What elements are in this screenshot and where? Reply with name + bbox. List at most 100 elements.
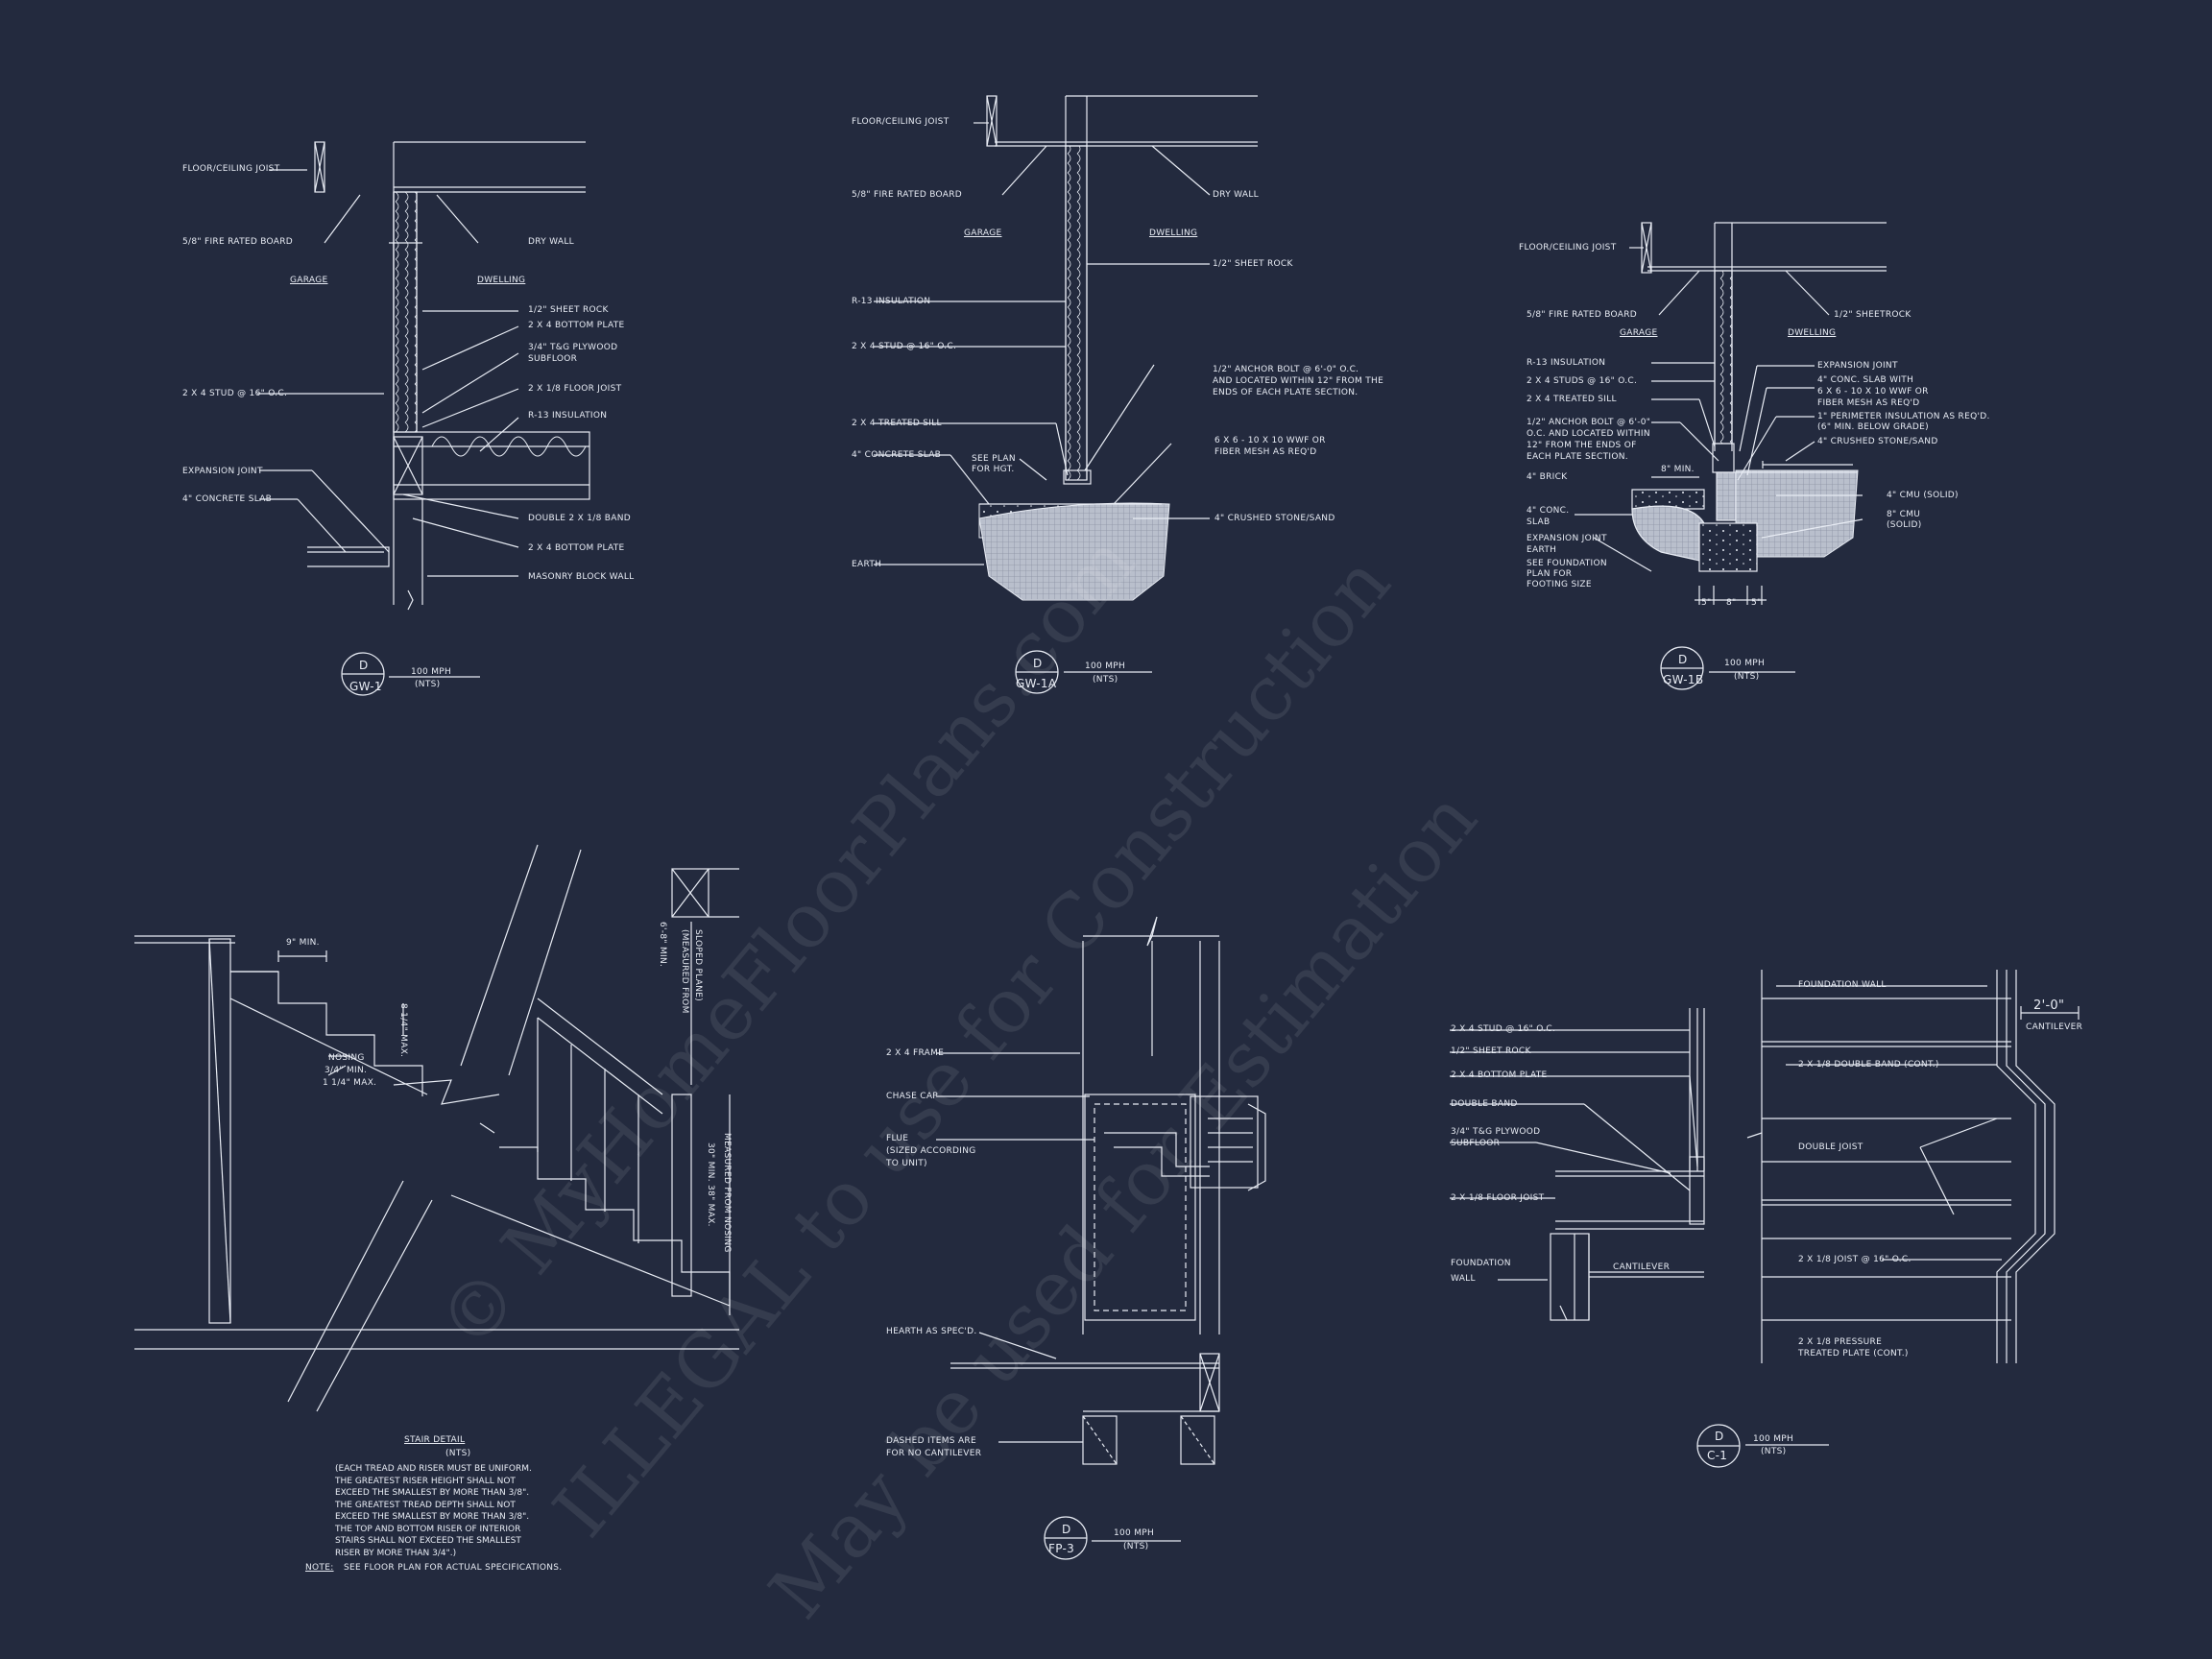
detail-gw1b-drawing (1575, 222, 1887, 690)
gw1a-see-plan2-label: FOR HGT. (972, 465, 1015, 474)
gw1-fire-board-label: 5/8" FIRE RATED BOARD (182, 237, 294, 247)
stair-note-label: NOTE: (305, 1563, 334, 1573)
gw1b-floor-joist-label: FLOOR/CEILING JOIST (1519, 243, 1617, 252)
fp3-hearth-label: HEARTH AS SPEC'D. (886, 1327, 977, 1336)
gw1a-sheet-rock-label: 1/2" SHEET ROCK (1213, 259, 1293, 269)
stair-rail1-label: 30" MIN. 38" MAX. (706, 1142, 715, 1227)
gw1a-stone-label: 4" CRUSHED STONE/SAND (1214, 514, 1335, 523)
gw1a-mesh1-label: 6 X 6 - 10 X 10 WWF OR (1214, 436, 1326, 445)
c1-stud-label: 2 X 4 STUD @ 16" O.C. (1451, 1024, 1556, 1034)
gw1-sheet-rock-label: 1/2" SHEET ROCK (528, 305, 609, 315)
fp3-frame-label: 2 X 4 FRAME (886, 1048, 945, 1058)
gw1-nts-label: (NTS) (415, 680, 441, 689)
c1-double-band-cont-label: 2 X 1/8 DOUBLE BAND (CONT.) (1798, 1060, 1939, 1070)
stair-head2-label: (MEASURED FROM (680, 929, 689, 1014)
stair-note-line: (EACH TREAD AND RISER MUST BE UNIFORM. (335, 1464, 532, 1474)
gw1b-dim3-label: 5" (1751, 598, 1762, 608)
gw1-tag-letter: D (359, 659, 369, 672)
stair-nosing1-label: NOSING (328, 1053, 365, 1063)
c1-found2-label: WALL (1451, 1274, 1476, 1284)
c1-floor-joist-label: 2 X 1/8 FLOOR JOIST (1451, 1193, 1545, 1203)
gw1-scale-label: 100 MPH (411, 667, 452, 677)
gw1-plywood-label: 3/4" T&G PLYWOOD (528, 343, 618, 352)
gw1b-cmu8b-label: (SOLID) (1887, 520, 1922, 530)
gw1a-mesh2-label: FIBER MESH AS REQ'D (1214, 447, 1317, 457)
c1-scale-label: 100 MPH (1753, 1434, 1794, 1444)
gw1a-tag-letter: D (1033, 657, 1043, 670)
gw1b-dim1-label: 5" (1701, 598, 1712, 608)
gw1-garage-label: GARAGE (290, 276, 328, 285)
gw1b-conc1-label: 4" CONC. (1527, 506, 1570, 516)
gw1-tag-id: GW-1 (349, 680, 382, 693)
stair-title: STAIR DETAIL (404, 1435, 466, 1445)
gw1b-garage-label: GARAGE (1620, 328, 1658, 338)
c1-pressure1-label: 2 X 1/8 PRESSURE (1798, 1337, 1883, 1347)
gw1b-fire-board-label: 5/8" FIRE RATED BOARD (1527, 310, 1638, 320)
detail-stair-drawing (134, 844, 739, 1412)
gw1b-scale-label: 100 MPH (1724, 659, 1766, 668)
gw1a-anchor2-label: AND LOCATED WITHIN 12" FROM THE (1213, 376, 1384, 386)
stair-nosing2-label: 3/4" MIN. (325, 1066, 368, 1075)
gw1b-cmu4-label: 4" CMU (SOLID) (1887, 491, 1959, 500)
gw1a-fire-board-label: 5/8" FIRE RATED BOARD (852, 190, 963, 200)
fp3-flue3-label: TO UNIT) (886, 1159, 927, 1168)
gw1-masonry-label: MASONRY BLOCK WALL (528, 572, 635, 582)
gw1a-sill-label: 2 X 4 TREATED SILL (852, 419, 942, 428)
gw1a-tag-id: GW-1A (1016, 677, 1057, 690)
gw1b-sheetrock-label: 1/2" SHEETROCK (1834, 310, 1911, 320)
c1-plywood1-label: 3/4" T&G PLYWOOD (1451, 1127, 1541, 1137)
fp3-flue1-label: FLUE (886, 1134, 909, 1143)
gw1-floor-joist2-label: 2 X 1/8 FLOOR JOIST (528, 384, 622, 394)
c1-double-band-label: DOUBLE BAND (1451, 1099, 1518, 1109)
gw1b-cmu8a-label: 8" CMU (1887, 510, 1921, 519)
gw1-slab-label: 4" CONCRETE SLAB (182, 494, 273, 504)
c1-double-joist-label: DOUBLE JOIST (1798, 1142, 1863, 1152)
stair-note-line: EXCEED THE SMALLEST BY MORE THAN 3/8". (335, 1512, 530, 1522)
gw1b-perim1-label: 1" PERIMETER INSULATION AS REQ'D. (1817, 412, 1990, 421)
gw1b-found3-label: FOOTING SIZE (1527, 580, 1592, 589)
stair-nts-label: (NTS) (445, 1449, 471, 1458)
gw1-dwelling-label: DWELLING (477, 276, 526, 285)
gw1-subfloor-label: SUBFLOOR (528, 354, 578, 364)
gw1b-slab3-label: FIBER MESH AS REQ'D (1817, 398, 1920, 408)
fp3-tag-letter: D (1062, 1523, 1071, 1536)
gw1b-exp2-label: EARTH (1527, 545, 1557, 555)
gw1b-dwelling-label: DWELLING (1788, 328, 1837, 338)
gw1a-nts-label: (NTS) (1093, 675, 1118, 685)
c1-found1-label: FOUNDATION (1451, 1259, 1511, 1268)
stair-note-line: RISER BY MORE THAN 3/4".) (335, 1548, 457, 1558)
gw1-bottom-plate-label: 2 X 4 BOTTOM PLATE (528, 321, 625, 330)
c1-tag-id: C-1 (1707, 1449, 1728, 1462)
gw1a-anchor3-label: ENDS OF EACH PLATE SECTION. (1213, 388, 1358, 397)
stair-notes: (EACH TREAD AND RISER MUST BE UNIFORM. T… (335, 1463, 532, 1559)
gw1a-stud-label: 2 X 4 STUD @ 16" O.C. (852, 342, 957, 351)
c1-cantilever-label: CANTILEVER (1613, 1262, 1671, 1272)
gw1b-anchor4-label: EACH PLATE SECTION. (1527, 452, 1628, 462)
c1-bottom-plate-label: 2 X 4 BOTTOM PLATE (1451, 1070, 1548, 1080)
gw1-dry-wall-label: DRY WALL (528, 237, 574, 247)
gw1a-dwelling-label: DWELLING (1149, 228, 1198, 238)
stair-rail2-label: MEASURED FROM NOSING (722, 1133, 732, 1253)
c1-sheet-rock-label: 1/2" SHEET ROCK (1451, 1046, 1531, 1056)
detail-gw1a-drawing (874, 95, 1258, 694)
gw1b-sill-label: 2 X 4 TREATED SILL (1527, 395, 1617, 404)
gw1-floor-joist-label: FLOOR/CEILING JOIST (182, 164, 280, 174)
c1-plywood2-label: SUBFLOOR (1451, 1139, 1501, 1148)
stair-head1-label: 6'-8" MIN. (658, 922, 667, 968)
gw1b-conc2-label: SLAB (1527, 517, 1551, 527)
gw1b-perim2-label: (6" MIN. BELOW GRADE) (1817, 422, 1929, 432)
gw1a-slab-label: 4" CONCRETE SLAB (852, 450, 942, 460)
gw1-band-label: DOUBLE 2 X 1/8 BAND (528, 514, 631, 523)
stair-nosing3-label: 1 1/4" MAX. (323, 1078, 377, 1088)
gw1b-min8-label: 8" MIN. (1661, 465, 1695, 474)
fp3-nts-label: (NTS) (1123, 1542, 1149, 1551)
gw1a-scale-label: 100 MPH (1085, 661, 1126, 671)
gw1-bottom-plate2-label: 2 X 4 BOTTOM PLATE (528, 543, 625, 553)
stair-note-line: THE TOP AND BOTTOM RISER OF INTERIOR (335, 1524, 521, 1534)
gw1a-garage-label: GARAGE (964, 228, 1002, 238)
stair-note-line: STAIRS SHALL NOT EXCEED THE SMALLEST (335, 1536, 521, 1546)
fp3-flue2-label: (SIZED ACCORDING (886, 1146, 976, 1156)
gw1-insulation-label: R-13 INSULATION (528, 411, 608, 421)
gw1b-slab1-label: 4" CONC. SLAB WITH (1817, 375, 1914, 385)
stair-note-text: SEE FLOOR PLAN FOR ACTUAL SPECIFICATIONS… (344, 1563, 563, 1573)
